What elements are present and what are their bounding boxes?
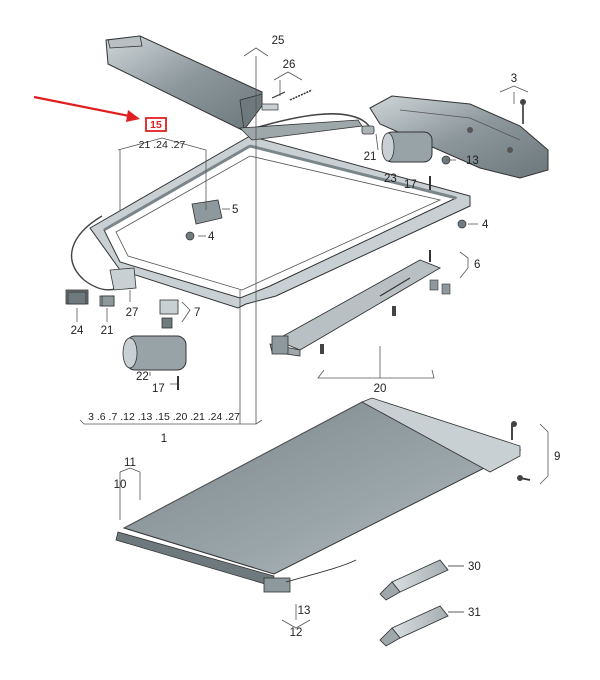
guide-rail-mechanism-part (269, 250, 451, 357)
label-7: 7 (194, 307, 200, 319)
wind-deflector-part (105, 35, 263, 132)
label-21-top: 21 (364, 151, 377, 163)
label-3: 3 (511, 73, 517, 85)
label-group-bottom: 3 .6 .7 .12 .13 .15 .20 .21 .24 .27 (88, 411, 240, 423)
leader-lines (76, 47, 549, 629)
part-labels: 25 26 3 21 .24 .27 21 13 23 17 5 4 4 6 2… (71, 35, 561, 639)
sunroof-frame-part (89, 119, 471, 309)
label-23: 23 (384, 173, 397, 185)
label-17-top: 17 (404, 179, 417, 191)
label-24: 24 (71, 325, 84, 337)
label-27: 27 (126, 307, 139, 319)
pointer-arrow (33, 95, 140, 122)
part-26-fasteners (261, 89, 313, 111)
label-17-bottom: 17 (152, 383, 165, 395)
label-9: 9 (554, 451, 560, 463)
label-11: 11 (124, 457, 136, 469)
label-31: 31 (468, 607, 481, 619)
sunshade-roller-blind-part (115, 397, 531, 593)
label-4-right: 4 (482, 219, 489, 231)
drive-motor-bottom-part (122, 335, 187, 390)
label-13: 13 (466, 155, 479, 167)
label-12: 12 (290, 627, 303, 639)
label-20: 20 (374, 383, 387, 395)
label-group-top: 21 .24 .27 (139, 139, 186, 151)
label-4-left: 4 (208, 231, 215, 243)
label-13-bottom: 13 (298, 605, 311, 617)
label-26: 26 (283, 59, 296, 71)
label-6: 6 (474, 259, 480, 271)
label-25: 25 (272, 35, 285, 47)
highlight-marker: 15 (145, 117, 167, 132)
label-10: 10 (114, 479, 127, 491)
label-22: 22 (136, 371, 149, 383)
sealant-tube-30 (379, 559, 464, 601)
highlight-label: 15 (150, 119, 162, 131)
label-30: 30 (468, 561, 481, 573)
label-1: 1 (161, 433, 167, 445)
label-5: 5 (232, 204, 238, 216)
sealant-tube-31 (379, 605, 464, 647)
label-21-left: 21 (101, 325, 114, 337)
